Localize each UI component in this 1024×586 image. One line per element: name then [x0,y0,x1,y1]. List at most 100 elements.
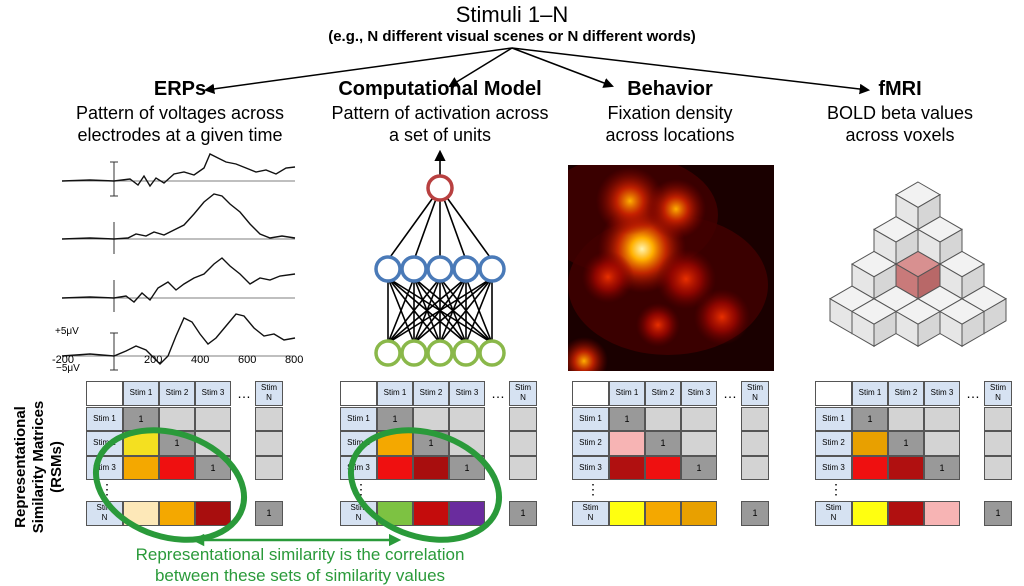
row-header: Stim 3 [815,455,852,480]
rsm-label: Representational Similarity Matrices (RS… [12,387,66,547]
matrix-corner-cell [815,381,852,406]
row-header: Stim 2 [86,431,123,456]
column-header: Stim 1 [852,381,888,406]
column-header: Stim 2 [888,381,924,406]
hotspot [636,303,680,347]
erps-desc-line1: Pattern of voltages across [75,103,285,123]
diagonal-cell: 1 [681,455,717,480]
erp-wave-1 [61,153,296,188]
caption-line1: Representational similarity is the corre… [135,545,465,564]
column-header-n-text: N [995,393,1001,403]
column-header: Stim 2 [645,381,681,406]
diagonal-cell: 1 [888,431,924,456]
diagonal-cell: 1 [852,406,888,431]
rsm-label-line3: (RSMs) [48,441,65,493]
ellipsis-horizontal: … [723,385,737,401]
row-header-n-text: N [101,513,108,523]
row-header: Stim 1 [572,406,609,431]
model-desc-line2: a set of units [388,125,492,145]
hidden-node [426,255,454,283]
similarity-cell [924,406,960,431]
similarity-cell [852,455,888,480]
similarity-cell [413,455,449,480]
input-node [478,339,506,367]
diagonal-cell: 1 [645,431,681,456]
empty-cell [509,431,537,456]
fmri-desc-line1: BOLD beta values [826,103,974,123]
input-node [374,339,402,367]
similarity-cell [888,455,924,480]
model-desc-line1: Pattern of activation across [331,103,549,123]
similarity-cell [852,501,888,526]
empty-cell [741,431,769,456]
similarity-cell [377,431,413,456]
column-header-n-text: Stim [515,383,531,393]
arrow-to-fmri [511,47,871,95]
similarity-cell [377,501,413,526]
erp-waveforms: +5μV −5μV [55,153,296,374]
row-header-n-text: N [355,513,362,523]
stimuli-subtitle: (e.g., N different visual scenes or N di… [328,28,696,45]
erp-tick-200: 200 [144,354,163,366]
row-header-n-text: Stim [825,503,842,513]
column-header: Stim 1 [123,381,159,406]
similarity-cell [413,406,449,431]
column-header-n-text: N [520,393,526,403]
diagonal-cell: 1 [924,455,960,480]
rsm-label-line2: Similarity Matrices [30,400,47,534]
similarity-cell [645,455,681,480]
similarity-cell [609,455,645,480]
empty-cell [255,431,283,456]
empty-cell [255,406,283,431]
erp-wave-3 [61,257,296,303]
rsm-label-line1: Representational [12,406,29,528]
diagonal-cell: 1 [377,406,413,431]
similarity-cell [645,501,681,526]
ellipsis-horizontal: … [237,385,251,401]
column-header: Stim 3 [924,381,960,406]
column-header-n-text: Stim [747,383,763,393]
voxel [961,310,985,348]
hotspot [582,251,634,303]
diagonal-cell: 1 [449,455,485,480]
column-header: Stim 2 [413,381,449,406]
similarity-cell [852,431,888,456]
column-header: Stim 1 [377,381,413,406]
behavior-desc-line2: across locations [605,125,735,145]
ellipsis-vertical: ⋮ [354,481,368,497]
empty-cell [984,431,1012,456]
column-header-n-text: Stim [261,383,277,393]
similarity-cell [449,406,485,431]
similarity-cell [681,501,717,526]
similarity-cell [645,406,681,431]
row-header: Stim 1 [340,406,377,431]
hotspot [568,337,608,371]
similarity-cell [413,501,449,526]
erp-scale-top: +5μV [55,326,79,337]
hidden-node [478,255,506,283]
matrix-corner-cell [340,381,377,406]
row-header: Stim 2 [815,431,852,456]
ellipsis-horizontal: … [491,385,505,401]
column-header: Stim 3 [195,381,231,406]
similarity-cell [888,406,924,431]
similarity-cell [681,406,717,431]
arrow-to-model [448,47,513,88]
input-node [452,339,480,367]
input-node [426,339,454,367]
hotspot [656,249,716,309]
diagonal-cell: 1 [984,501,1012,526]
hidden-node [374,255,402,283]
similarity-cell [195,431,231,456]
similarity-cell [609,431,645,456]
voxel [873,310,897,348]
ellipsis-horizontal: … [966,385,980,401]
arrow-to-erps [203,47,513,95]
column-header: Stim 2 [159,381,195,406]
row-header: Stim 3 [340,455,377,480]
similarity-cell [159,501,195,526]
